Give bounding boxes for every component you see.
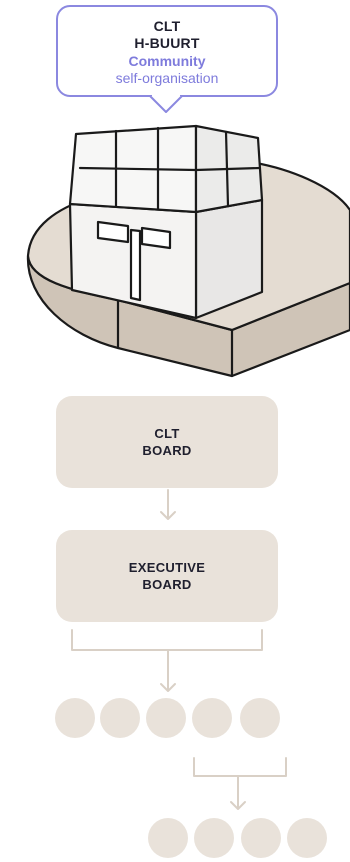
clt-board-line-1: CLT: [154, 426, 180, 441]
member-circle: [100, 698, 140, 738]
member-circles-row-2: [148, 818, 327, 858]
executive-board-line-1: EXECUTIVE: [128, 560, 206, 575]
clt-h-buurt-callout: CLT H-BUURT Community self-organisation: [56, 5, 278, 97]
member-circle: [241, 818, 281, 858]
executive-board-box: EXECUTIVE BOARD: [56, 530, 278, 622]
member-circle: [287, 818, 327, 858]
executive-board-line-2: BOARD: [142, 577, 192, 592]
bracket-executive-to-row1: [71, 629, 263, 692]
clt-board-box: CLT BOARD: [56, 396, 278, 488]
callout-line-community: Community: [128, 53, 206, 69]
member-circle: [194, 818, 234, 858]
bracket-row1-to-row2: [193, 757, 287, 810]
member-circle: [148, 818, 188, 858]
callout-line-self-organisation: self-organisation: [115, 70, 219, 86]
member-circle: [240, 698, 280, 738]
callout-line-clt: CLT: [153, 18, 181, 34]
callout-pointer: [149, 95, 183, 113]
member-circle: [192, 698, 232, 738]
callout-line-h-buurt: H-BUURT: [134, 35, 200, 51]
building-illustration: [68, 124, 264, 320]
member-circles-row-1: [55, 698, 280, 738]
member-circle: [146, 698, 186, 738]
clt-board-line-2: BOARD: [142, 443, 192, 458]
member-circle: [55, 698, 95, 738]
arrow-clt-to-executive: [160, 489, 176, 520]
